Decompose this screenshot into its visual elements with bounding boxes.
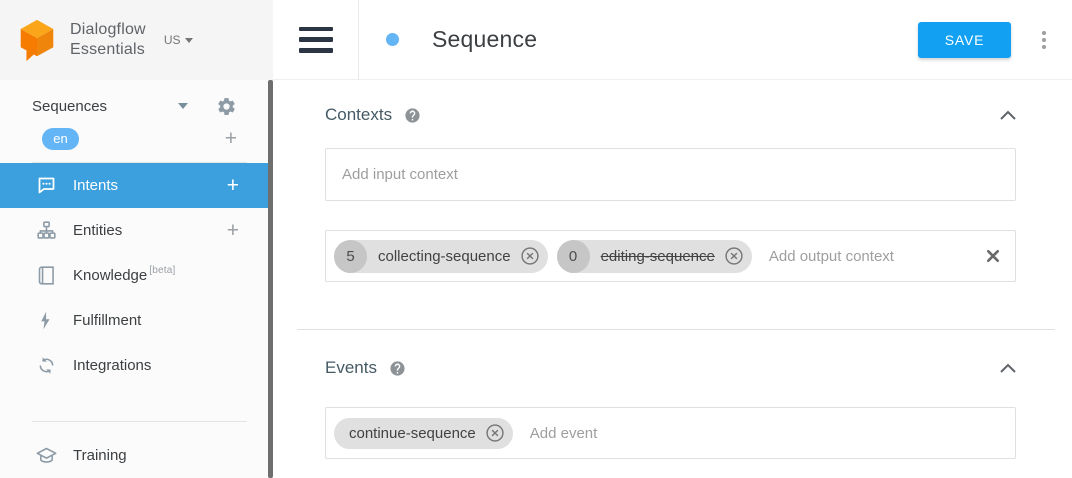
sitemap-icon xyxy=(37,221,56,239)
sidebar-item-entities[interactable]: Entities + xyxy=(0,208,273,253)
beta-badge: [beta] xyxy=(149,265,176,276)
caret-down-icon xyxy=(185,38,194,43)
output-context-chip[interactable]: 5 collecting-sequence xyxy=(334,239,548,273)
sidebar-item-label: Training xyxy=(73,447,127,464)
contexts-section-header: Contexts xyxy=(325,105,1016,125)
dialogflow-logo-icon xyxy=(20,19,54,62)
add-language-icon[interactable]: + xyxy=(224,127,237,151)
sidebar-divider xyxy=(32,421,247,422)
sidebar-item-label: Integrations xyxy=(73,357,152,374)
event-chip-label: continue-sequence xyxy=(349,424,476,442)
region-label: US xyxy=(163,33,181,47)
collapse-contexts-icon[interactable] xyxy=(1000,110,1016,120)
help-icon[interactable] xyxy=(404,107,421,124)
context-chip-label: editing-sequence xyxy=(600,247,715,265)
sidebar-item-integrations[interactable]: Integrations xyxy=(0,343,273,388)
sidebar-item-label: Knowledge xyxy=(73,267,148,284)
output-context-chip[interactable]: 0 editing-sequence xyxy=(556,239,752,273)
brand-name: Dialogflow Essentials xyxy=(70,21,146,58)
event-input[interactable] xyxy=(521,424,1001,442)
lightning-icon xyxy=(41,311,50,330)
region-selector[interactable]: US xyxy=(164,33,194,47)
events-field[interactable]: continue-sequence xyxy=(325,407,1016,459)
menu-zone xyxy=(273,26,358,53)
intent-status-dot xyxy=(386,33,399,46)
event-chip[interactable]: continue-sequence xyxy=(334,417,513,449)
help-icon[interactable] xyxy=(389,360,406,377)
add-intent-icon[interactable]: + xyxy=(226,174,239,197)
remove-event-icon[interactable] xyxy=(485,423,505,443)
intent-header: Sequence SAVE xyxy=(273,0,1072,80)
sidebar-item-label: Entities xyxy=(73,222,123,239)
sidebar-item-intents[interactable]: Intents + xyxy=(0,163,273,208)
sidebar-item-knowledge[interactable]: Knowledge [beta] xyxy=(0,253,273,298)
sidebar-nav: Intents + Entities + xyxy=(0,163,273,478)
more-options-icon[interactable] xyxy=(1042,30,1046,49)
language-row: en + xyxy=(0,121,273,157)
graduation-cap-icon xyxy=(36,447,57,463)
sidebar-item-training[interactable]: Training xyxy=(0,433,273,478)
agent-name[interactable]: Sequences xyxy=(32,97,108,115)
clear-contexts-icon[interactable] xyxy=(985,248,1001,264)
events-title: Events xyxy=(325,358,377,377)
collapse-events-icon[interactable] xyxy=(1000,363,1016,373)
input-context-input[interactable] xyxy=(342,166,1001,183)
hamburger-menu-icon[interactable] xyxy=(298,26,333,53)
remove-context-icon[interactable] xyxy=(520,246,540,266)
contexts-title: Contexts xyxy=(325,105,393,124)
language-badge[interactable]: en xyxy=(42,127,79,150)
sidebar-scrollbar[interactable] xyxy=(268,80,273,478)
output-context-field[interactable]: 5 collecting-sequence 0 editing-sequence xyxy=(325,230,1016,282)
sidebar-divider xyxy=(32,162,247,163)
book-icon xyxy=(38,266,54,285)
main-area: Sequence SAVE Contexts 5 xyxy=(273,0,1072,478)
section-divider xyxy=(297,329,1055,330)
sidebar-item-fulfillment[interactable]: Fulfillment xyxy=(0,298,273,343)
title-zone: Sequence SAVE xyxy=(359,0,1072,79)
chat-bubble-icon xyxy=(38,177,55,194)
sidebar-item-label: Fulfillment xyxy=(73,312,142,329)
sidebar-item-label: Intents xyxy=(73,177,119,194)
brand-header: Dialogflow Essentials US xyxy=(0,0,273,80)
output-context-input[interactable] xyxy=(760,247,977,265)
sidebar: Dialogflow Essentials US Sequences en + xyxy=(0,0,273,478)
events-section-header: Events xyxy=(325,358,1016,378)
intent-name-title[interactable]: Sequence xyxy=(432,26,538,52)
agent-dropdown-icon[interactable] xyxy=(178,103,188,110)
save-button[interactable]: SAVE xyxy=(918,21,1011,58)
agent-selector-row: Sequences xyxy=(0,92,273,121)
context-chip-label: collecting-sequence xyxy=(378,247,511,265)
header-divider xyxy=(358,0,359,80)
sync-icon xyxy=(39,357,54,374)
context-lifespan[interactable]: 0 xyxy=(556,239,590,273)
input-context-field[interactable] xyxy=(325,148,1016,201)
intent-editor-content: Contexts 5 collecting-sequence xyxy=(273,80,1072,478)
add-entity-icon[interactable]: + xyxy=(226,219,239,242)
gear-icon[interactable] xyxy=(216,96,237,117)
remove-context-icon[interactable] xyxy=(724,246,744,266)
context-lifespan[interactable]: 5 xyxy=(334,239,367,273)
